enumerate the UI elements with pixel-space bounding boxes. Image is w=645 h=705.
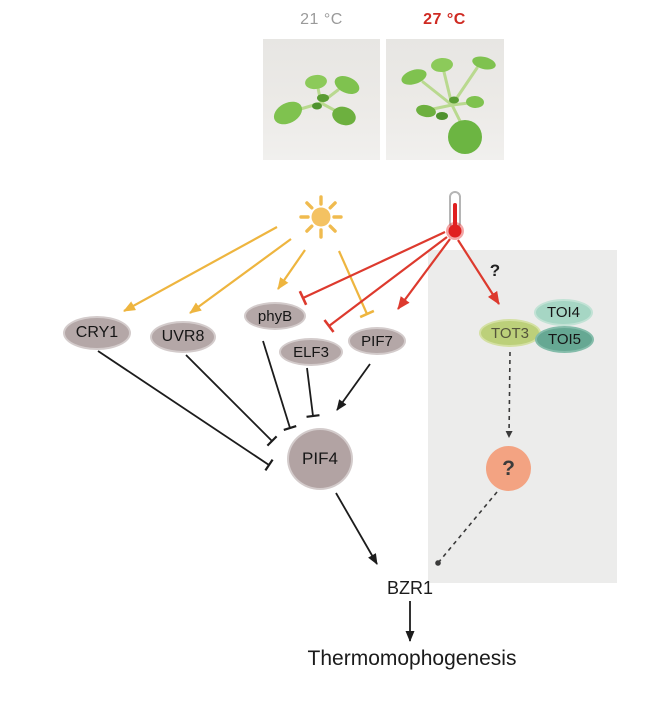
edge-heat-elf3-inhibit [323, 236, 448, 333]
plant-photo-21c [263, 39, 380, 160]
edge-heat-phyb-inhibit [298, 231, 446, 306]
node-tot3: TOT3 [479, 319, 541, 347]
node-unknown-factor: ? [486, 446, 531, 491]
seedling-27c-illustration [401, 56, 496, 154]
edge-elf3-pif4-inhibit [306, 367, 320, 418]
edge-sun-cry1 [123, 226, 278, 312]
node-cry1: CRY1 [63, 316, 131, 350]
node-phyb: phyB [244, 302, 306, 330]
node-pif4: PIF4 [287, 428, 353, 490]
edge-heat-pif7 [397, 238, 451, 310]
edge-unknown-bzr1-dashed [435, 491, 498, 566]
seedling-21c-illustration [273, 74, 360, 126]
sun-icon [299, 195, 343, 239]
node-toi5: TOI5 [535, 326, 594, 353]
edge-uvr8-pif4-inhibit [185, 354, 278, 447]
node-uvr8: UVR8 [150, 321, 216, 353]
node-bzr1: BZR1 [386, 578, 433, 598]
edge-pif4-bzr1 [335, 492, 378, 565]
output-label: Thermomophogenesis [307, 647, 517, 670]
edge-cry1-pif4-inhibit [97, 350, 274, 472]
thermometer-icon [446, 191, 464, 240]
temp-label-27c: 27 °C [423, 11, 466, 28]
edge-heat-tot3 [457, 239, 500, 305]
node-pif7: PIF7 [348, 327, 406, 355]
edge-sun-pif7-inhibit [337, 250, 375, 319]
heat-tot3-question-label: ? [489, 261, 501, 280]
edge-sun-phyb [277, 249, 306, 290]
node-elf3: ELF3 [279, 338, 343, 366]
edge-tot3-unknown-dashed [505, 351, 513, 438]
edge-pif7-pif4 [336, 363, 371, 411]
temp-label-21c: 21 °C [300, 11, 343, 28]
edge-sun-uvr8 [189, 238, 292, 314]
plant-photo-27c [386, 39, 504, 160]
node-toi4: TOI4 [534, 299, 593, 326]
edge-phyb-pif4-inhibit [262, 340, 297, 431]
